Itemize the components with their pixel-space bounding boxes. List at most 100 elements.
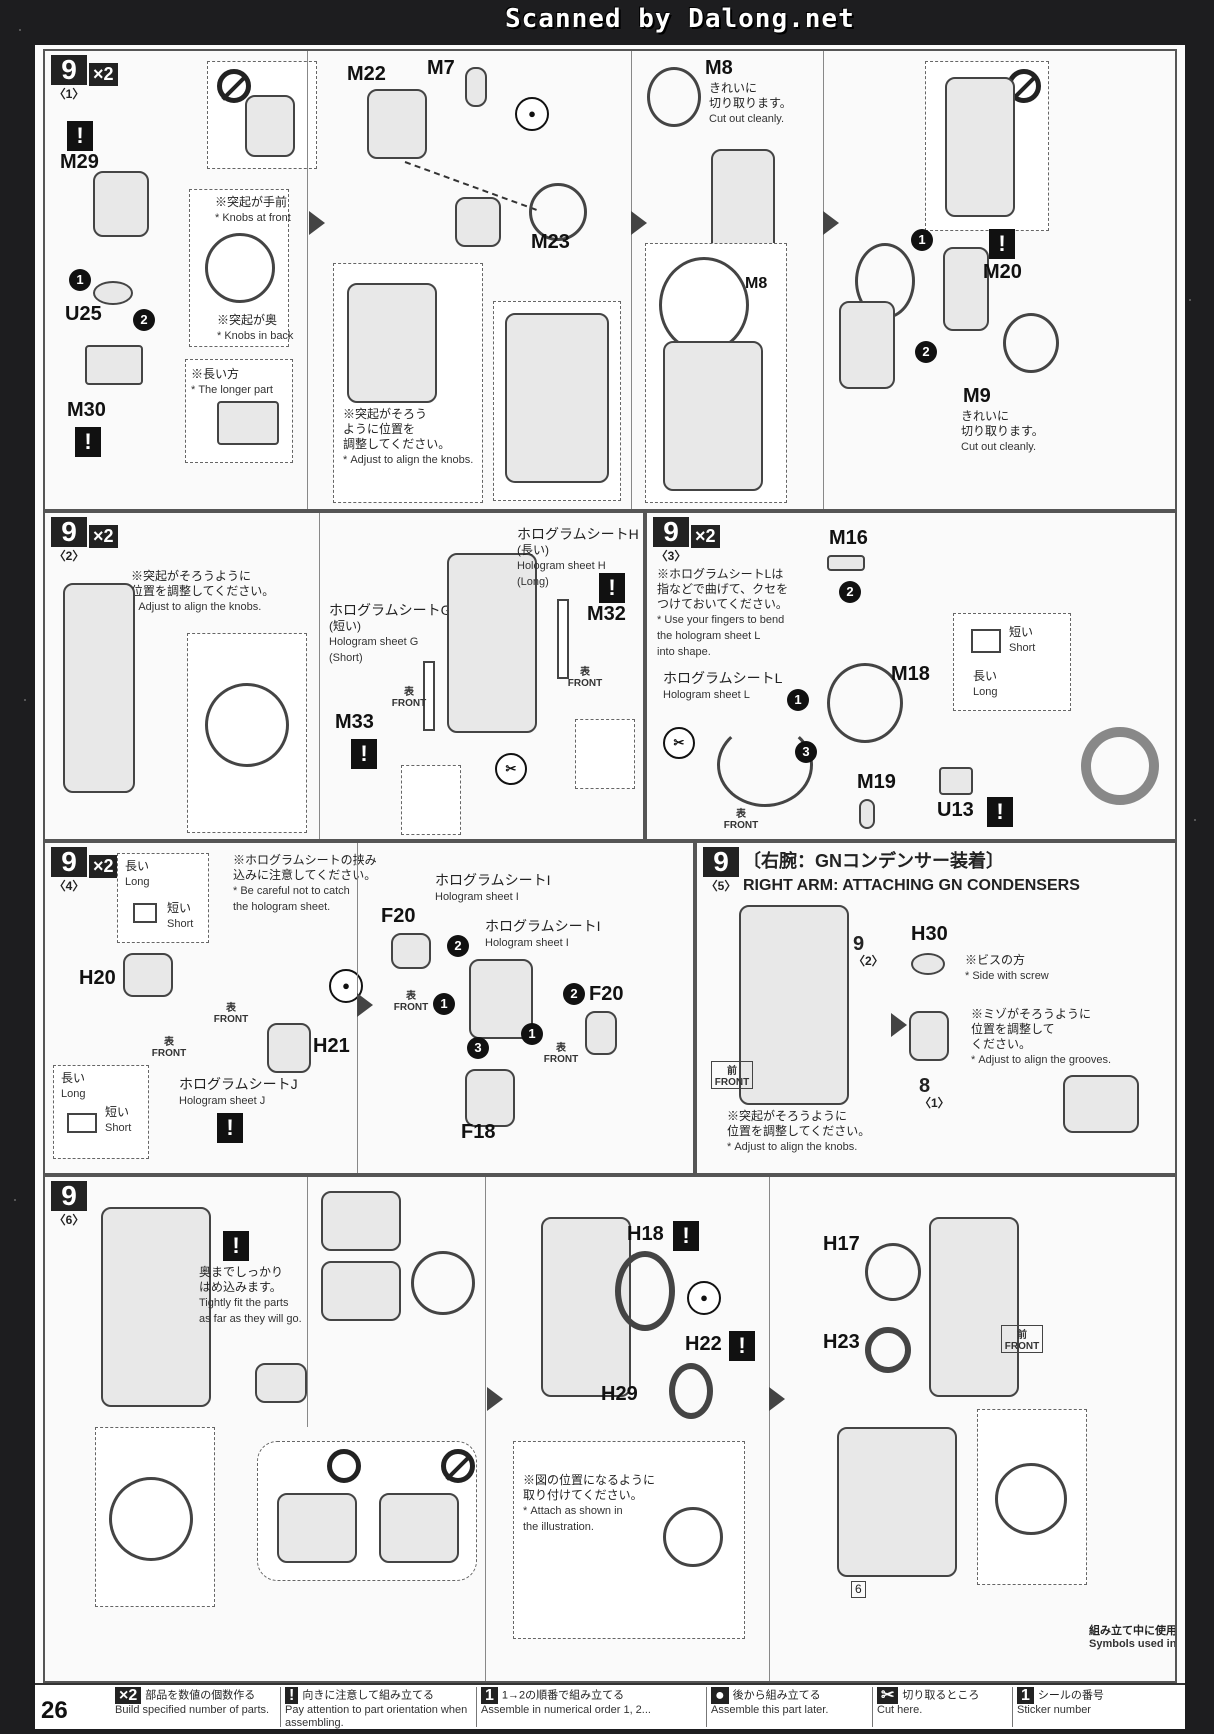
prohibited-icon xyxy=(441,1449,475,1483)
step-9-1-panel: 9〈1〉 ×2 ! M29 1 U25 2 M30 ! ※突起が手前* Knob… xyxy=(43,49,1177,511)
label-u25: U25 xyxy=(65,303,102,325)
step-label: 9〈2〉 xyxy=(51,517,87,564)
next-arrow xyxy=(309,211,325,235)
h21-part xyxy=(267,1023,311,1073)
divider xyxy=(307,51,308,509)
sticker-icon: 1 xyxy=(1017,1687,1034,1704)
knobs-front-note: ※突起が手前* Knobs at front xyxy=(215,195,291,224)
f18-part xyxy=(465,1069,515,1127)
assemble-later-icon: ● xyxy=(515,97,549,131)
attach-note: ※図の位置になるように取り付けてください。* Attach as shown i… xyxy=(523,1473,656,1533)
assemble-later-icon: ● xyxy=(711,1687,729,1704)
arm-part-small xyxy=(839,301,895,389)
gear-part xyxy=(1081,727,1159,805)
socket-detail xyxy=(109,1477,193,1561)
divider xyxy=(769,1177,770,1681)
step-label: 9〈3〉 xyxy=(653,517,689,564)
h17-ring xyxy=(865,1243,921,1301)
sticker-square xyxy=(133,903,157,923)
m7-part xyxy=(465,67,487,107)
align-knobs-note: ※突起がそろうように位置を調整してください。* Adjust to align … xyxy=(131,569,275,613)
label-h22: H22 xyxy=(685,1333,722,1355)
label-m23: M23 xyxy=(531,231,570,253)
step-9-6-panel: 9〈6〉 ! 奥までしっかりはめ込みます。Tightly fit the par… xyxy=(43,1175,1177,1683)
label-h30: H30 xyxy=(911,923,948,945)
attention-icon: ! xyxy=(217,1113,243,1143)
correct-icon xyxy=(327,1449,361,1483)
step-order-2-icon: 2 xyxy=(133,309,155,331)
multiplier-badge: ×2 xyxy=(89,525,118,548)
attention-icon: ! xyxy=(351,739,377,769)
hologram-sheet-h xyxy=(557,599,569,679)
right-arm-assembly xyxy=(739,905,849,1105)
h22-ring xyxy=(669,1363,713,1419)
label-m9: M9 xyxy=(963,385,991,407)
m23-ring xyxy=(529,183,587,241)
cylinder-part xyxy=(455,197,501,247)
legend-title: 組み立て中に使用されているアイコンSymbols used in instruc… xyxy=(1089,1625,1177,1650)
label-h18: H18 xyxy=(627,1223,664,1245)
arm-assembly xyxy=(447,553,537,733)
step-order-1-icon: 1 xyxy=(433,993,455,1015)
sticker-square xyxy=(67,1113,97,1133)
m9-ring xyxy=(1003,313,1059,373)
front-label: 表 FRONT xyxy=(723,809,759,831)
attention-icon: ! xyxy=(989,229,1015,259)
label-m19: M19 xyxy=(857,771,896,793)
sticker-square xyxy=(971,629,1001,653)
arm-part xyxy=(347,283,437,403)
step-order-2-icon: 2 xyxy=(447,935,469,957)
front-label: 前 FRONT xyxy=(1001,1325,1043,1353)
label-m30: M30 xyxy=(67,399,106,421)
m8-ring-detail xyxy=(659,257,749,353)
step-order-2-icon: 2 xyxy=(915,341,937,363)
condenser-part xyxy=(255,1363,307,1403)
condenser-detail xyxy=(1063,1075,1139,1133)
fit-wrong-illustration xyxy=(379,1493,459,1563)
assemble-later-icon: ● xyxy=(687,1281,721,1315)
ring-illustration xyxy=(205,233,275,303)
front-label: 表 FRONT xyxy=(213,1003,249,1025)
next-arrow xyxy=(769,1387,785,1411)
main-cylinder-part xyxy=(469,959,533,1039)
label-h21: H21 xyxy=(313,1035,350,1057)
arm-assembly-3 xyxy=(929,1217,1019,1397)
step-title-jp: 〔右腕：GNコンデンサー装着〕 xyxy=(743,851,1004,871)
scan-watermark: Scanned by Dalong.net xyxy=(505,4,855,34)
hex-end-illustration xyxy=(411,1251,475,1315)
label-m22: M22 xyxy=(347,63,386,85)
cut-here-icon: ✂ xyxy=(663,727,695,759)
hologram-h-label: ホログラムシートH(長い)Hologram sheet H(Long) xyxy=(517,526,639,589)
multiplier-badge: ×2 xyxy=(89,855,118,878)
arm-part-detail xyxy=(505,313,609,483)
condenser-part xyxy=(909,1011,949,1061)
longer-part-note: ※長い方* The longer part xyxy=(191,367,273,396)
condenser-illustration-2 xyxy=(321,1261,401,1321)
label-h23: H23 xyxy=(823,1331,860,1353)
label-f20: F20 xyxy=(381,905,416,927)
label-m8: M8 xyxy=(705,57,733,79)
divider xyxy=(631,51,632,509)
label-m7: M7 xyxy=(427,57,455,79)
next-arrow xyxy=(823,211,839,235)
step-9-3-panel: 9〈3〉 ×2 ※ホログラムシートLは指などで曲げて、クセをつけておいてください… xyxy=(645,511,1177,841)
screw-side-note: ※ビスの方* Side with screw xyxy=(965,953,1049,982)
order-icon: 1 xyxy=(481,1687,498,1704)
step-label: 9〈5〉 xyxy=(703,847,739,894)
h23-ring xyxy=(865,1327,911,1373)
next-arrow xyxy=(631,211,647,235)
label-m20: M20 xyxy=(983,261,1022,283)
next-arrow xyxy=(357,993,373,1017)
step-order-2-icon: 2 xyxy=(563,983,585,1005)
